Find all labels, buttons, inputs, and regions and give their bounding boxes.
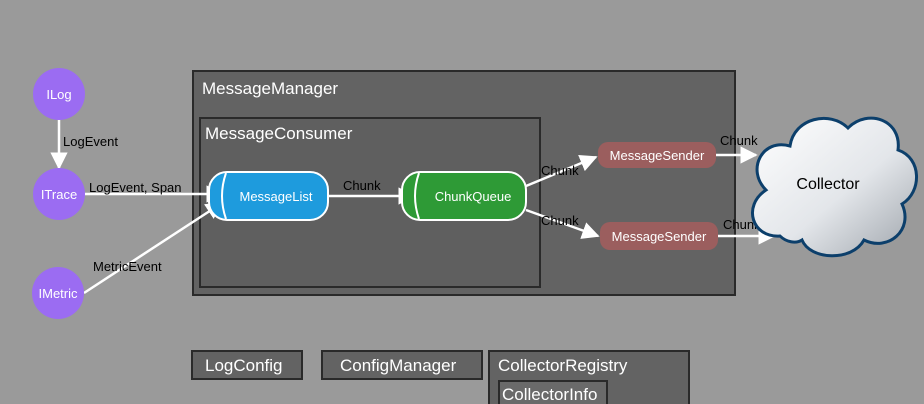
node-collector-cloud[interactable]: Collector — [751, 116, 918, 258]
message-manager-label: MessageManager — [202, 79, 338, 98]
edge-label-chunk-sender-bottom-collector: Chunk — [723, 217, 761, 232]
edges — [50, 119, 776, 295]
edge-label-logevent: LogEvent — [63, 134, 118, 149]
node-message-sender-top[interactable]: MessageSender — [598, 142, 716, 168]
edge-label-chunk-queue-sender-bottom: Chunk — [541, 213, 579, 228]
node-message-sender-top-label: MessageSender — [610, 148, 705, 163]
node-message-list[interactable]: MessageList — [208, 171, 329, 221]
edge-chunkqueue-sender-bottom — [525, 208, 600, 239]
edge-label-chunk-queue-sender-top: Chunk — [541, 163, 579, 178]
edge-label-metricevent: MetricEvent — [93, 259, 162, 274]
edge-label-chunk-sender-top-collector: Chunk — [720, 133, 758, 148]
edge-imetric-messagelist — [83, 201, 224, 295]
cylinder-edge — [414, 172, 420, 220]
node-itrace[interactable]: ITrace — [33, 168, 85, 220]
collector-info-box[interactable]: CollectorInfo — [498, 380, 608, 404]
edge-chunkqueue-sender-top — [525, 154, 598, 188]
config-manager-box[interactable]: ConfigManager — [321, 350, 483, 380]
config-manager-label: ConfigManager — [340, 356, 457, 375]
cylinder-edge — [221, 172, 227, 220]
edge-label-chunk-list-queue: Chunk — [343, 178, 381, 193]
node-message-list-label: MessageList — [240, 189, 313, 204]
message-consumer-label: MessageConsumer — [205, 124, 353, 143]
node-imetric[interactable]: IMetric — [32, 267, 84, 319]
edge-label-logevent-span: LogEvent, Span — [89, 180, 182, 195]
collector-registry-label: CollectorRegistry — [498, 356, 628, 375]
node-chunk-queue[interactable]: ChunkQueue — [401, 171, 527, 221]
edge-labels: LogEvent LogEvent, Span MetricEvent Chun… — [63, 133, 761, 274]
log-config-box[interactable]: LogConfig — [191, 350, 303, 380]
node-ilog[interactable]: ILog — [33, 68, 85, 120]
node-imetric-label: IMetric — [39, 286, 79, 301]
node-chunk-queue-label: ChunkQueue — [435, 189, 512, 204]
node-message-sender-bottom-label: MessageSender — [612, 229, 707, 244]
collector-info-label: CollectorInfo — [502, 385, 597, 404]
node-itrace-label: ITrace — [41, 187, 77, 202]
node-collector-label: Collector — [796, 176, 860, 193]
node-ilog-label: ILog — [46, 87, 71, 102]
node-message-sender-bottom[interactable]: MessageSender — [600, 222, 718, 250]
log-config-label: LogConfig — [205, 356, 283, 375]
